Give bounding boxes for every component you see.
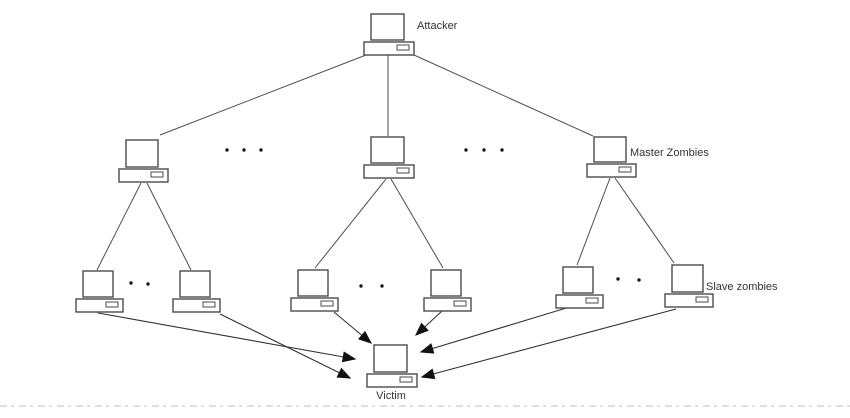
attack-arrow-slave-5-to-victim [419, 305, 574, 354]
ellipsis-dot [242, 148, 246, 152]
monitor [370, 136, 405, 164]
ellipsis-dot [616, 277, 620, 281]
link-master-1-to-slave-2 [146, 182, 192, 271]
monitor [562, 266, 594, 294]
drive-slot [202, 301, 216, 308]
drive-slot [150, 171, 164, 178]
attack-arrow-slave-1-to-victim [97, 312, 357, 363]
computer-icon-master-3: Master Zombies [586, 136, 709, 178]
label-master-3: Master Zombies [630, 147, 709, 159]
computer-icon-attacker: Attacker [363, 13, 458, 56]
monitor [297, 269, 329, 297]
link-master-3-to-slave-5 [576, 177, 611, 266]
ellipsis-dots-between-slaves-left [129, 281, 150, 286]
ellipsis-dot [146, 282, 150, 286]
ellipsis-dot [225, 148, 229, 152]
computer-icon-slave-6: Slave zombies [664, 264, 778, 308]
ellipsis-dots-between-masters-right [464, 148, 504, 152]
label-attacker: Attacker [417, 20, 458, 32]
monitor [179, 270, 211, 298]
ellipsis-dot [500, 148, 504, 152]
attack-arrow-slave-6-to-victim [420, 308, 677, 380]
attack-arrow-slave-4-to-victim [414, 310, 443, 336]
link-master-3-to-slave-6 [614, 177, 675, 264]
monitor [593, 136, 627, 163]
computer-icon-master-1 [118, 139, 169, 183]
ellipsis-dot [637, 278, 641, 282]
label-victim: Victim [376, 390, 406, 402]
ellipsis-dot [259, 148, 263, 152]
ellipsis-dot [380, 284, 384, 288]
ellipsis-dot [129, 281, 133, 285]
attack-arrow-slave-3-to-victim [333, 311, 373, 344]
link-master-1-to-slave-1 [96, 182, 142, 271]
computer-icon-slave-5 [555, 266, 604, 309]
monitor [82, 270, 114, 298]
drive-slot [396, 167, 410, 174]
link-master-2-to-slave-3 [314, 178, 387, 269]
monitor [125, 139, 159, 168]
monitor [373, 344, 408, 373]
drive-slot [453, 300, 467, 307]
ellipsis-dots-between-slaves-middle [359, 284, 384, 288]
monitor [671, 264, 704, 293]
ellipsis-dot [482, 148, 486, 152]
ellipsis-dot [464, 148, 468, 152]
computer-icon-slave-3 [290, 269, 339, 312]
drive-slot [396, 44, 410, 51]
link-master-2-to-slave-4 [390, 178, 444, 269]
computer-icon-slave-2 [172, 270, 221, 313]
ellipsis-dot [359, 284, 363, 288]
drive-slot [399, 376, 413, 383]
drive-slot [105, 301, 119, 308]
computer-icon-victim: Victim [366, 344, 418, 402]
drive-slot [695, 296, 709, 303]
label-slave-6: Slave zombies [706, 281, 778, 293]
monitor [430, 269, 462, 297]
drive-slot [618, 166, 632, 173]
link-attacker-to-master-1 [159, 54, 367, 136]
drive-slot [320, 300, 334, 307]
monitor [370, 13, 405, 41]
drive-slot [585, 297, 599, 304]
computer-icon-slave-1 [75, 270, 124, 313]
attack-arrow-slave-2-to-victim [219, 313, 352, 379]
ellipsis-dots-between-slaves-right [616, 277, 641, 282]
link-attacker-to-master-3 [413, 54, 594, 137]
ellipsis-dots-between-masters-left [225, 148, 263, 152]
computer-icon-master-2 [363, 136, 415, 179]
computer-icon-slave-4 [423, 269, 472, 312]
